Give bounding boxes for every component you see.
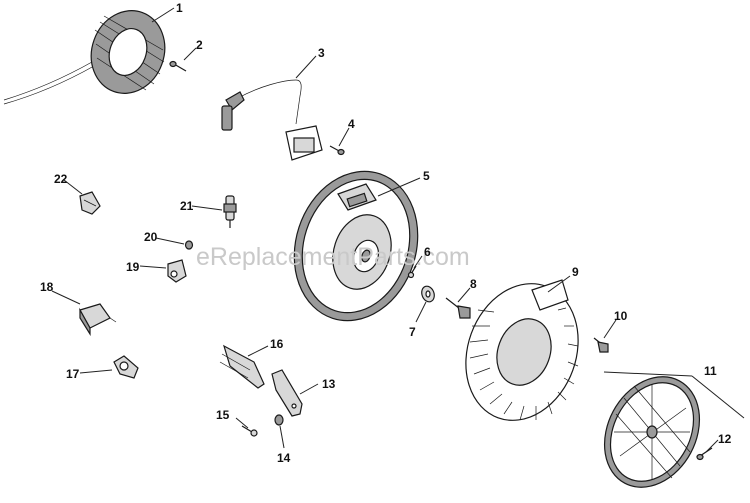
callout-21: 21 <box>180 199 194 213</box>
callout-22: 22 <box>54 172 68 186</box>
callout-4: 4 <box>348 117 355 131</box>
watermark-text: eReplacementParts.com <box>196 243 470 271</box>
callout-8: 8 <box>470 277 477 291</box>
callout-1: 1 <box>176 1 183 15</box>
part-screw-15 <box>241 425 258 437</box>
callout-14: 14 <box>277 451 291 465</box>
part-rectifier <box>219 344 265 389</box>
callout-18: 18 <box>40 280 54 294</box>
part-screw-2 <box>169 60 187 72</box>
part-cable-clip <box>79 191 101 215</box>
part-small-nut <box>184 240 194 250</box>
callout-10: 10 <box>614 309 628 323</box>
callout-3: 3 <box>318 46 325 60</box>
part-washer <box>421 285 435 303</box>
part-connector-block <box>79 303 117 337</box>
part-bracket <box>271 369 303 417</box>
part-clamp <box>113 355 139 379</box>
part-flywheel-bolt <box>445 297 471 319</box>
callout-7: 7 <box>409 325 416 339</box>
callout-19: 19 <box>126 260 140 274</box>
callout-20: 20 <box>144 230 158 244</box>
part-clip <box>167 259 187 283</box>
part-cooling-fan <box>465 279 579 421</box>
callout-labels: 1 2 3 4 5 6 7 8 9 10 11 12 13 14 15 16 1… <box>40 1 732 465</box>
callout-17: 17 <box>66 367 80 381</box>
part-screw-4 <box>329 145 345 156</box>
leader-lines <box>51 7 745 453</box>
part-stator <box>3 10 166 105</box>
callout-16: 16 <box>270 337 284 351</box>
part-screw-12 <box>696 447 713 461</box>
callout-15: 15 <box>216 408 230 422</box>
callout-12: 12 <box>718 432 732 446</box>
part-spark-plug <box>223 195 237 228</box>
callout-9: 9 <box>572 265 579 279</box>
part-flywheel <box>293 170 419 322</box>
callout-13: 13 <box>322 377 336 391</box>
callout-2: 2 <box>196 38 203 52</box>
callout-11: 11 <box>704 364 717 378</box>
part-nut <box>274 414 284 426</box>
callout-6: 6 <box>424 245 431 259</box>
part-ignition-module <box>221 79 323 161</box>
part-screen <box>603 376 701 488</box>
part-screw-6 <box>407 265 417 279</box>
callout-5: 5 <box>423 169 430 183</box>
part-screw-10 <box>593 337 609 353</box>
